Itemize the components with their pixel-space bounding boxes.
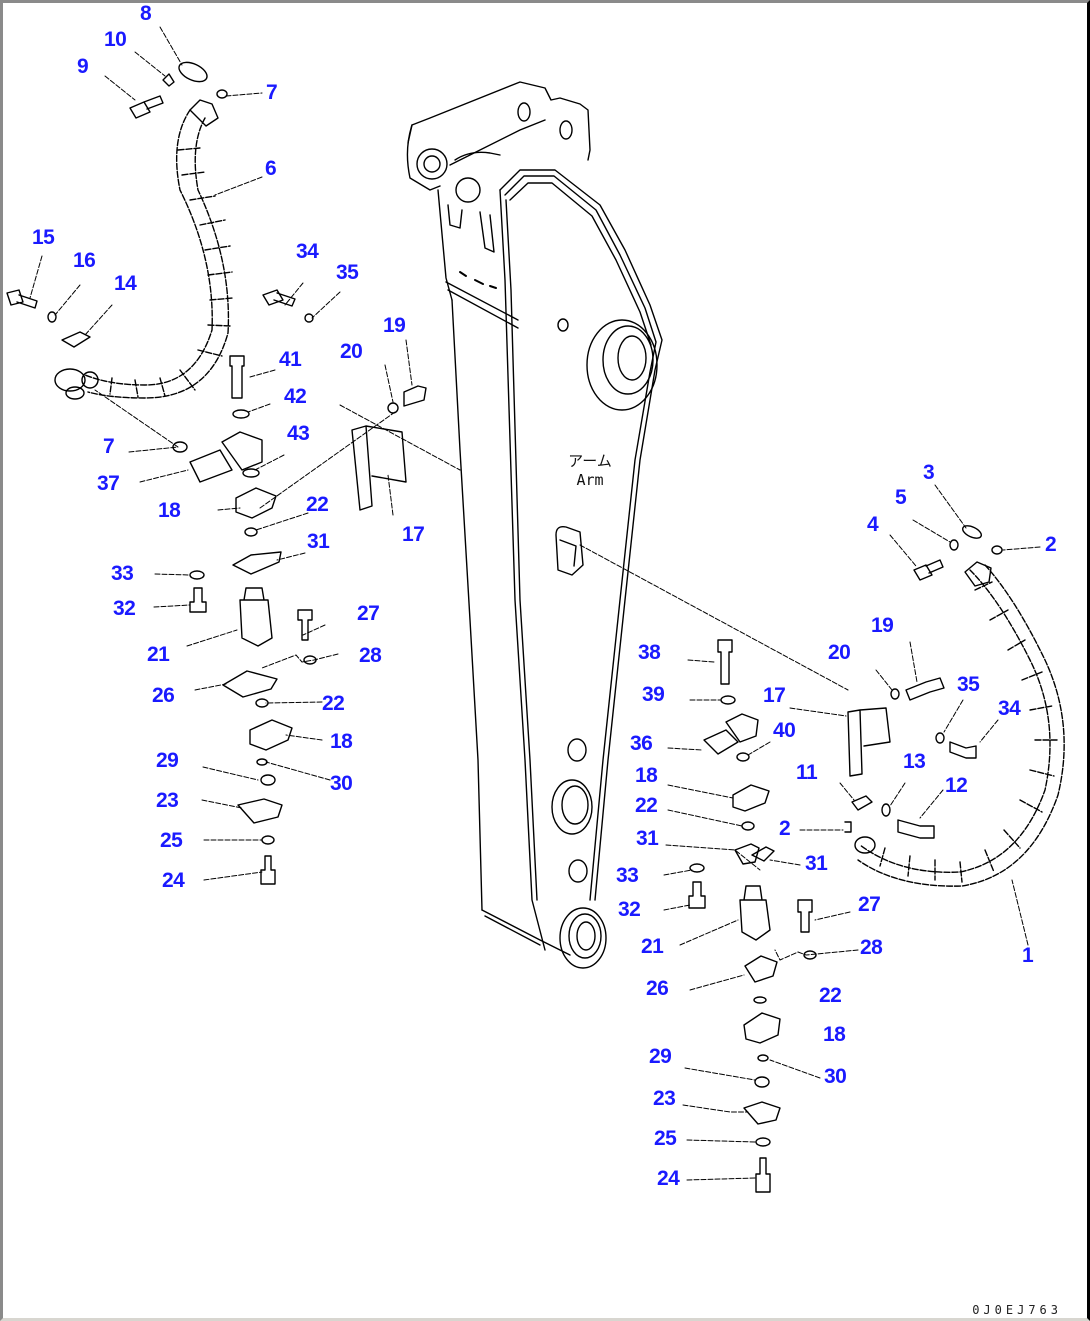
callout-15[interactable]: 15 — [32, 226, 55, 249]
callout-21[interactable]: 21 — [147, 643, 170, 666]
callout-41[interactable]: 41 — [279, 348, 302, 371]
callout-13[interactable]: 13 — [903, 750, 926, 773]
callout-29[interactable]: 29 — [156, 749, 179, 772]
callout-19[interactable]: 19 — [383, 314, 406, 337]
callout-18[interactable]: 18 — [823, 1023, 846, 1046]
callout-7[interactable]: 7 — [266, 81, 278, 104]
callout-37[interactable]: 37 — [97, 472, 120, 495]
callout-36[interactable]: 36 — [630, 732, 653, 755]
hose-left-fittings — [6, 61, 427, 885]
callout-19[interactable]: 19 — [871, 614, 894, 637]
callout-14[interactable]: 14 — [114, 272, 137, 295]
callout-24[interactable]: 24 — [657, 1167, 680, 1190]
callout-29[interactable]: 29 — [649, 1045, 672, 1068]
arm-body — [406, 81, 663, 969]
callout-40[interactable]: 40 — [773, 719, 796, 742]
callout-3[interactable]: 3 — [923, 461, 935, 484]
callout-33[interactable]: 33 — [111, 562, 134, 585]
callout-1[interactable]: 1 — [1022, 944, 1034, 967]
callout-22[interactable]: 22 — [306, 493, 329, 516]
callout-6[interactable]: 6 — [265, 157, 277, 180]
callout-31[interactable]: 31 — [307, 530, 330, 553]
callout-34[interactable]: 34 — [998, 697, 1021, 720]
callout-11[interactable]: 11 — [796, 761, 818, 784]
hose-right — [857, 564, 1065, 887]
callout-42[interactable]: 42 — [284, 385, 307, 408]
callout-16[interactable]: 16 — [73, 249, 96, 272]
callout-27[interactable]: 27 — [357, 602, 380, 625]
callout-2[interactable]: 2 — [1045, 533, 1057, 556]
callout-20[interactable]: 20 — [340, 340, 363, 363]
callout-30[interactable]: 30 — [330, 772, 353, 795]
callout-31[interactable]: 31 — [636, 827, 659, 850]
callout-18[interactable]: 18 — [635, 764, 658, 787]
callout-32[interactable]: 32 — [113, 597, 136, 620]
arm-label-jp: アーム — [568, 452, 612, 470]
callout-24[interactable]: 24 — [162, 869, 185, 892]
callout-34[interactable]: 34 — [296, 240, 319, 263]
callout-33[interactable]: 33 — [616, 864, 639, 887]
callout-26[interactable]: 26 — [646, 977, 669, 1000]
callout-8[interactable]: 8 — [140, 2, 152, 25]
callout-22[interactable]: 22 — [635, 794, 658, 817]
callout-32[interactable]: 32 — [618, 898, 641, 921]
callout-31[interactable]: 31 — [805, 852, 828, 875]
callout-18[interactable]: 18 — [330, 730, 353, 753]
hose-right-fittings — [688, 525, 1003, 1193]
callout-12[interactable]: 12 — [945, 774, 968, 797]
hose-left — [84, 109, 234, 399]
callout-23[interactable]: 23 — [653, 1087, 676, 1110]
callout-30[interactable]: 30 — [824, 1065, 847, 1088]
callout-10[interactable]: 10 — [104, 28, 127, 51]
callout-17[interactable]: 17 — [402, 523, 425, 546]
callout-26[interactable]: 26 — [152, 684, 175, 707]
callout-23[interactable]: 23 — [156, 789, 179, 812]
callout-18[interactable]: 18 — [158, 499, 181, 522]
callout-38[interactable]: 38 — [638, 641, 661, 664]
callout-28[interactable]: 28 — [359, 644, 382, 667]
callout-43[interactable]: 43 — [287, 422, 310, 445]
callout-9[interactable]: 9 — [77, 55, 89, 78]
callout-2[interactable]: 2 — [779, 817, 791, 840]
callout-4[interactable]: 4 — [867, 513, 879, 536]
callout-17[interactable]: 17 — [763, 684, 786, 707]
callout-35[interactable]: 35 — [336, 261, 359, 284]
callout-20[interactable]: 20 — [828, 641, 851, 664]
callout-22[interactable]: 22 — [819, 984, 842, 1007]
callout-22[interactable]: 22 — [322, 692, 345, 715]
drawing-code: 0J0EJ763 — [972, 1303, 1062, 1317]
callout-27[interactable]: 27 — [858, 893, 881, 916]
callout-39[interactable]: 39 — [642, 683, 665, 706]
callout-35[interactable]: 35 — [957, 673, 980, 696]
callout-25[interactable]: 25 — [160, 829, 183, 852]
callout-7[interactable]: 7 — [103, 435, 115, 458]
callout-25[interactable]: 25 — [654, 1127, 677, 1150]
callout-21[interactable]: 21 — [641, 935, 664, 958]
callout-5[interactable]: 5 — [895, 486, 907, 509]
callout-28[interactable]: 28 — [860, 936, 883, 959]
arm-label-en: Arm — [576, 471, 604, 489]
leader-lines — [29, 26, 1041, 1181]
arm-component-label: アーム Arm — [555, 452, 625, 490]
